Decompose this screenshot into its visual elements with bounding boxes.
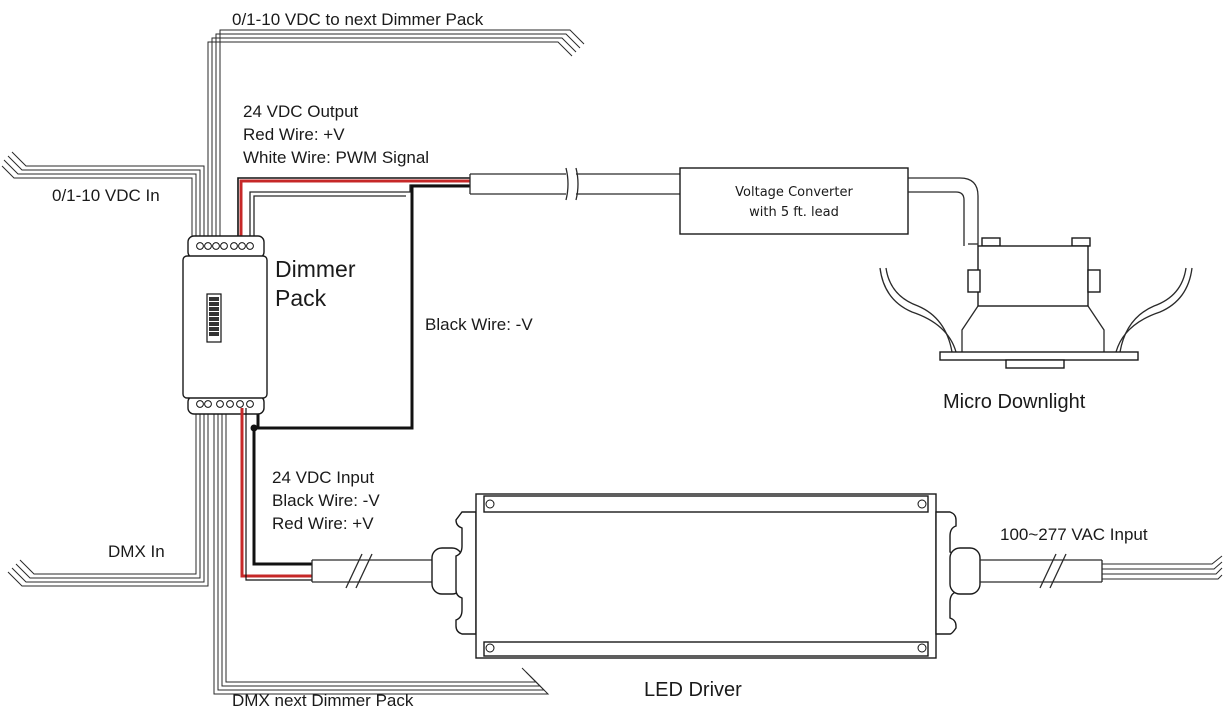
label-dmx-next: DMX next Dimmer Pack: [232, 691, 414, 710]
dimmer-pack: [182, 235, 268, 415]
label-analog-next: 0/1-10 VDC to next Dimmer Pack: [232, 10, 484, 29]
wire-bundle-dmx-in: [7, 408, 209, 587]
wire-bundle-analog-next: [207, 29, 585, 244]
ac-input-cable: [980, 553, 1223, 589]
voltage-converter: [679, 167, 909, 235]
converter-cable: [469, 167, 680, 201]
label-converter-1: Voltage Converter: [735, 185, 853, 200]
wire-bundle-dmx-next: [213, 408, 550, 695]
label-input-title: 24 VDC Input: [272, 468, 374, 487]
label-output-title: 24 VDC Output: [243, 102, 359, 121]
label-dimmer-pack-1: Dimmer: [275, 256, 356, 282]
black-input-wire: [252, 428, 312, 566]
label-dmx-in: DMX In: [108, 542, 165, 561]
downlight-lead: [908, 177, 979, 246]
label-output-white: White Wire: PWM Signal: [243, 148, 429, 167]
label-black-wire: Black Wire: -V: [425, 315, 533, 334]
top-terminals: [196, 242, 254, 250]
label-dimmer-pack-2: Pack: [275, 285, 327, 311]
label-micro-downlight: Micro Downlight: [943, 391, 1086, 413]
micro-downlight: [879, 237, 1193, 369]
label-input-red: Red Wire: +V: [272, 514, 374, 533]
wire-bundle-analog-in: [1, 151, 205, 244]
input-wires: [240, 408, 432, 589]
label-converter-2: with 5 ft. lead: [749, 205, 839, 220]
label-analog-in: 0/1-10 VDC In: [52, 186, 160, 205]
black-output-wire: [256, 184, 470, 430]
led-driver: [431, 493, 981, 659]
bottom-terminals: [196, 400, 254, 408]
output-wires: [237, 177, 470, 430]
label-output-red: Red Wire: +V: [243, 125, 345, 144]
label-ac-input: 100~277 VAC Input: [1000, 525, 1148, 544]
red-output-wire: [239, 179, 470, 246]
red-input-wire: [240, 408, 312, 578]
label-led-driver: LED Driver: [644, 679, 742, 701]
label-input-black: Black Wire: -V: [272, 491, 380, 510]
dip-switch: [206, 293, 222, 343]
